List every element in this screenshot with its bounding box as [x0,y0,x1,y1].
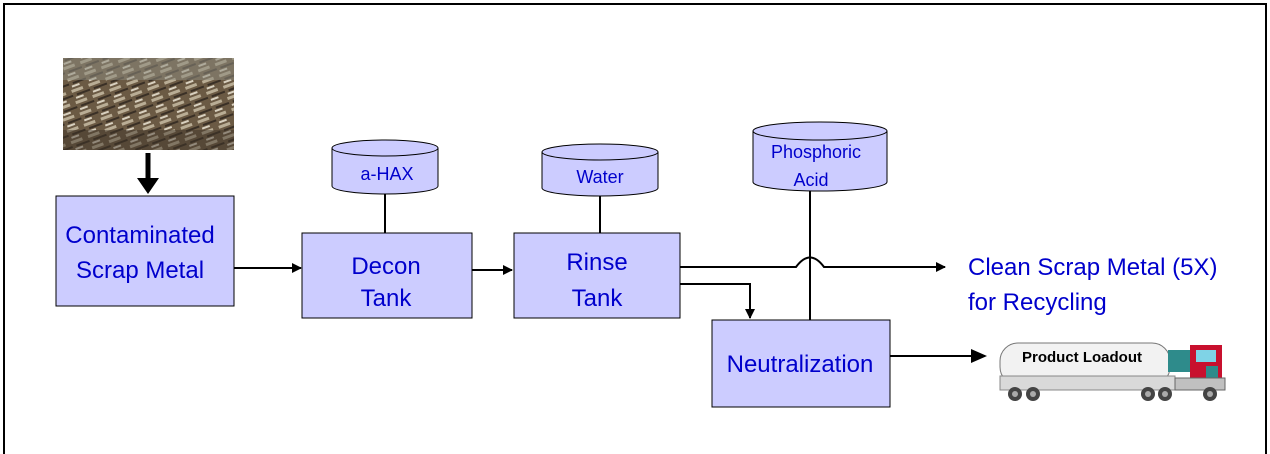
photo-to-box-arrowhead [137,178,159,194]
ahax-label: a-HAX [360,164,413,184]
phosphoric-label-line2: Acid [793,170,828,190]
phosphoric-acid-tank [752,121,888,192]
decon-tank-box [301,232,473,319]
product-loadout-label: Product Loadout [1022,349,1142,366]
clean-scrap-label-line2: for Recycling [968,289,1107,316]
water-tank [541,143,659,197]
rinse-label-line2: Tank [572,285,624,312]
arrow-rinse-to-clean-scrap [680,256,946,272]
decon-label-line1: Decon [351,253,420,280]
clean-scrap-label-line1: Clean Scrap Metal (5X) [968,254,1217,281]
scrap-pile-image [63,58,234,150]
neutralization-box [711,319,891,408]
contaminated-label-line2: Scrap Metal [76,257,204,284]
rinse-tank-box [513,232,681,319]
decon-label-line2: Tank [361,285,413,312]
contaminated-scrap-box [55,195,235,307]
phosphoric-label-line1: Phosphoric [771,142,861,162]
neutralization-label: Neutralization [727,351,874,378]
contaminated-label-line1: Contaminated [65,222,214,249]
tanker-truck-icon [999,342,1226,401]
rinse-label-line1: Rinse [566,249,627,276]
arrow-rinse-to-neutralization [680,283,755,319]
frame-border [3,3,1267,454]
water-label: Water [576,167,623,187]
ahax-tank [331,139,439,195]
